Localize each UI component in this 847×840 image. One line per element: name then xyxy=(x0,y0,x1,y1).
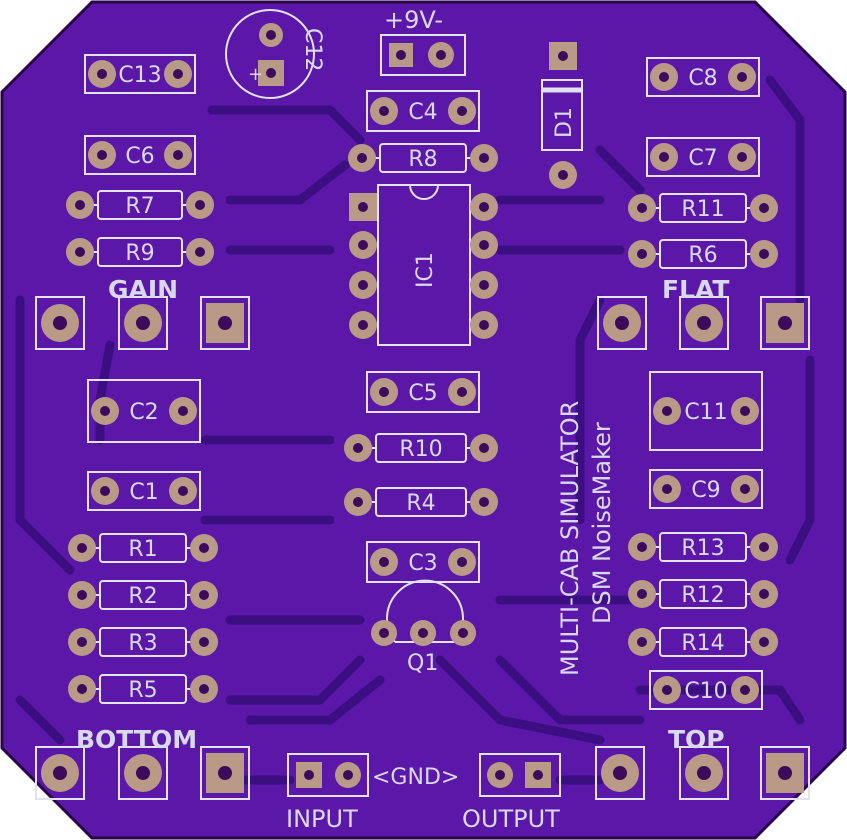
resistor-r14: R14 xyxy=(628,627,778,657)
gain-label: GAIN xyxy=(108,275,178,304)
ic1: IC1 xyxy=(349,184,498,346)
capacitor-c10: C10 xyxy=(649,670,763,710)
r13-label: R13 xyxy=(681,536,724,561)
ic1-label: IC1 xyxy=(413,252,438,288)
c5-label: C5 xyxy=(408,381,437,406)
r7-label: R7 xyxy=(125,194,154,219)
pot-flat xyxy=(597,296,810,350)
output-label: OUTPUT xyxy=(462,805,560,833)
resistor-r4: R4 xyxy=(344,487,498,517)
capacitor-c7: C7 xyxy=(646,137,760,177)
capacitor-c11: C11 xyxy=(649,371,763,451)
resistor-r3: R3 xyxy=(68,627,218,657)
c12-plus: + xyxy=(248,64,263,85)
c8-label: C8 xyxy=(688,66,717,91)
c2-label: C2 xyxy=(129,400,158,425)
c11-label: C11 xyxy=(684,400,727,425)
c3-label: C3 xyxy=(408,551,437,576)
c13-label: C13 xyxy=(118,63,161,88)
capacitor-c13: C13 xyxy=(84,54,196,94)
r6-label: R6 xyxy=(688,243,717,268)
c12-label: C12 xyxy=(300,28,325,71)
input-label: INPUT xyxy=(286,805,358,833)
flat-label: FLAT xyxy=(662,275,729,304)
r11-label: R11 xyxy=(681,197,724,222)
top-label: TOP xyxy=(668,725,725,754)
r2-label: R2 xyxy=(128,584,157,609)
output-connector xyxy=(479,753,561,797)
r9-label: R9 xyxy=(125,241,154,266)
gnd-label: <GND> xyxy=(372,765,459,790)
r10-label: R10 xyxy=(399,437,442,462)
transistor-q1: Q1 xyxy=(371,579,476,676)
resistor-r5: R5 xyxy=(68,674,218,704)
title-line-1: MULTI-CAB SIMULATOR xyxy=(556,401,584,676)
r12-label: R12 xyxy=(681,583,724,608)
pot-gain xyxy=(35,296,250,350)
r1-label: R1 xyxy=(128,537,157,562)
r8-label: R8 xyxy=(408,147,437,172)
resistor-r7: R7 xyxy=(66,190,214,220)
c4-label: C4 xyxy=(408,100,437,125)
copper-traces xyxy=(15,75,815,785)
resistor-r6: R6 xyxy=(628,239,778,269)
r5-label: R5 xyxy=(128,678,157,703)
c6-label: C6 xyxy=(125,144,154,169)
pot-top xyxy=(595,746,810,800)
resistor-r8: R8 xyxy=(348,143,498,173)
c9-label: C9 xyxy=(691,478,720,503)
capacitor-c1: C1 xyxy=(87,471,201,511)
resistor-r11: R11 xyxy=(628,193,778,223)
pot-bottom xyxy=(35,746,250,800)
c1-label: C1 xyxy=(129,480,158,505)
resistor-r9: R9 xyxy=(66,237,214,267)
title-line-2: DSM NoiseMaker xyxy=(588,422,616,624)
r3-label: R3 xyxy=(128,631,157,656)
bottom-label: BOTTOM xyxy=(76,725,197,754)
r14-label: R14 xyxy=(681,631,724,656)
capacitor-c12: + C12 xyxy=(225,9,325,99)
capacitor-c5: C5 xyxy=(366,371,480,413)
resistor-r2: R2 xyxy=(68,580,218,610)
r4-label: R4 xyxy=(406,491,435,516)
c10-label: C10 xyxy=(684,679,727,704)
input-connector xyxy=(287,753,369,797)
capacitor-c6: C6 xyxy=(84,135,196,175)
capacitor-c4: C4 xyxy=(366,90,480,132)
d1-label: D1 xyxy=(552,107,577,138)
power-label: +9V- xyxy=(384,6,443,34)
capacitor-c2: C2 xyxy=(87,379,201,443)
capacitor-c9: C9 xyxy=(649,469,763,509)
power-connector: +9V- xyxy=(380,6,466,76)
resistor-r13: R13 xyxy=(628,532,778,562)
resistor-r10: R10 xyxy=(344,433,498,463)
resistor-r12: R12 xyxy=(628,579,778,609)
capacitor-c8: C8 xyxy=(646,57,760,97)
resistor-r1: R1 xyxy=(68,533,218,563)
q1-label: Q1 xyxy=(407,651,438,676)
diode-d1: D1 xyxy=(541,42,583,189)
c7-label: C7 xyxy=(688,146,717,171)
capacitor-c3: C3 xyxy=(366,541,480,583)
